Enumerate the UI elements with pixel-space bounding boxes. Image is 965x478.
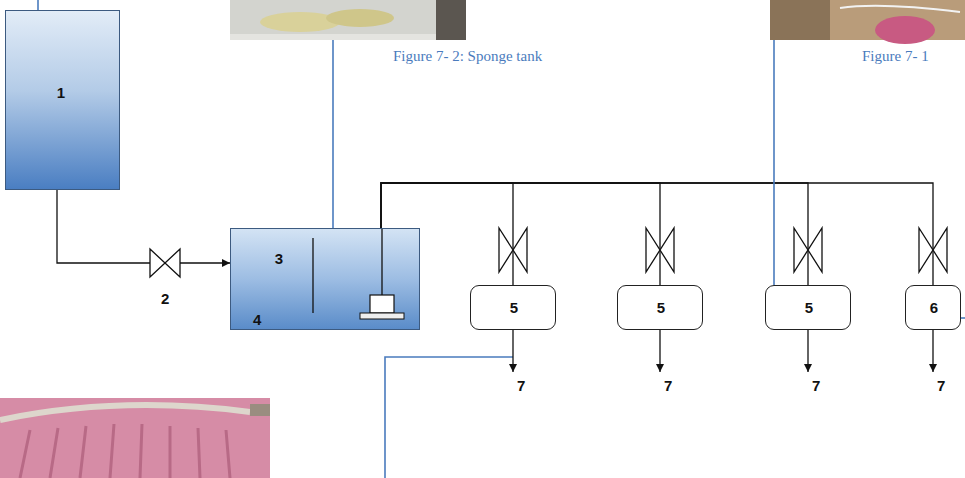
sponge-tank-photo: [230, 0, 466, 40]
photo-detail: [326, 9, 394, 27]
pipe-connector: [381, 183, 660, 285]
callout-number: 6: [930, 300, 938, 317]
callout-number: 4: [253, 312, 261, 329]
callout-number: 7: [812, 378, 820, 395]
figure-caption: Figure 7- 1: [862, 48, 929, 65]
valve-symbol: [499, 228, 527, 272]
photo-detail: [20, 424, 230, 478]
feed-tank: 1: [5, 10, 120, 190]
photo-detail: [436, 0, 466, 40]
callout-number: 3: [275, 251, 283, 268]
leader-line: [332, 40, 334, 228]
photo-ground: [770, 0, 965, 40]
photo-detail: [0, 405, 250, 420]
callout-number: 2: [161, 291, 169, 308]
callout-number: 5: [805, 300, 813, 317]
valve-symbol: [794, 228, 822, 272]
outlet-arrow: [512, 330, 513, 372]
valve-symbol: [150, 249, 180, 277]
inlet-tube: [312, 238, 313, 313]
photo-detail: [875, 16, 935, 44]
pipe-connector: [381, 183, 933, 285]
reactor-box: 6: [905, 285, 961, 330]
outlet-arrows: [513, 330, 933, 372]
outlet-arrow: [807, 330, 808, 372]
photo-detail: [230, 34, 466, 40]
callout-number: 7: [937, 378, 945, 395]
photo-ground: [230, 0, 466, 40]
callout-number: 7: [664, 378, 672, 395]
leader-line: [773, 40, 775, 285]
photo-detail: [250, 404, 270, 416]
photo-detail: [770, 0, 830, 40]
pump-riser: [381, 229, 382, 295]
callout-number: 5: [510, 300, 518, 317]
callout-number: 5: [657, 300, 665, 317]
pipe-connector: [381, 183, 808, 285]
reactor-photo: [770, 0, 965, 44]
photo-ground: [0, 398, 270, 478]
reactor-box: 5: [765, 285, 851, 330]
pump-base: [360, 313, 404, 319]
figure-caption: Figure 7- 2: Sponge tank: [393, 48, 542, 65]
photo-detail: [840, 6, 960, 12]
callout-number: 1: [57, 85, 65, 102]
valve-symbol: [646, 228, 674, 272]
leader-line: [37, 0, 39, 10]
reactor-box: 5: [617, 285, 703, 330]
callout-number: 7: [517, 378, 525, 395]
pipe-connector: [57, 190, 230, 263]
valve-symbol: [919, 228, 947, 272]
pump-symbol: [370, 295, 394, 313]
reactor-box: 5: [470, 285, 556, 330]
outlet-arrow: [932, 330, 933, 372]
leader-lines: [38, 0, 965, 478]
outlet-arrow: [659, 330, 660, 372]
leader-line: [961, 317, 965, 319]
outlet-photo: [0, 398, 270, 478]
leader-line: [385, 357, 513, 478]
